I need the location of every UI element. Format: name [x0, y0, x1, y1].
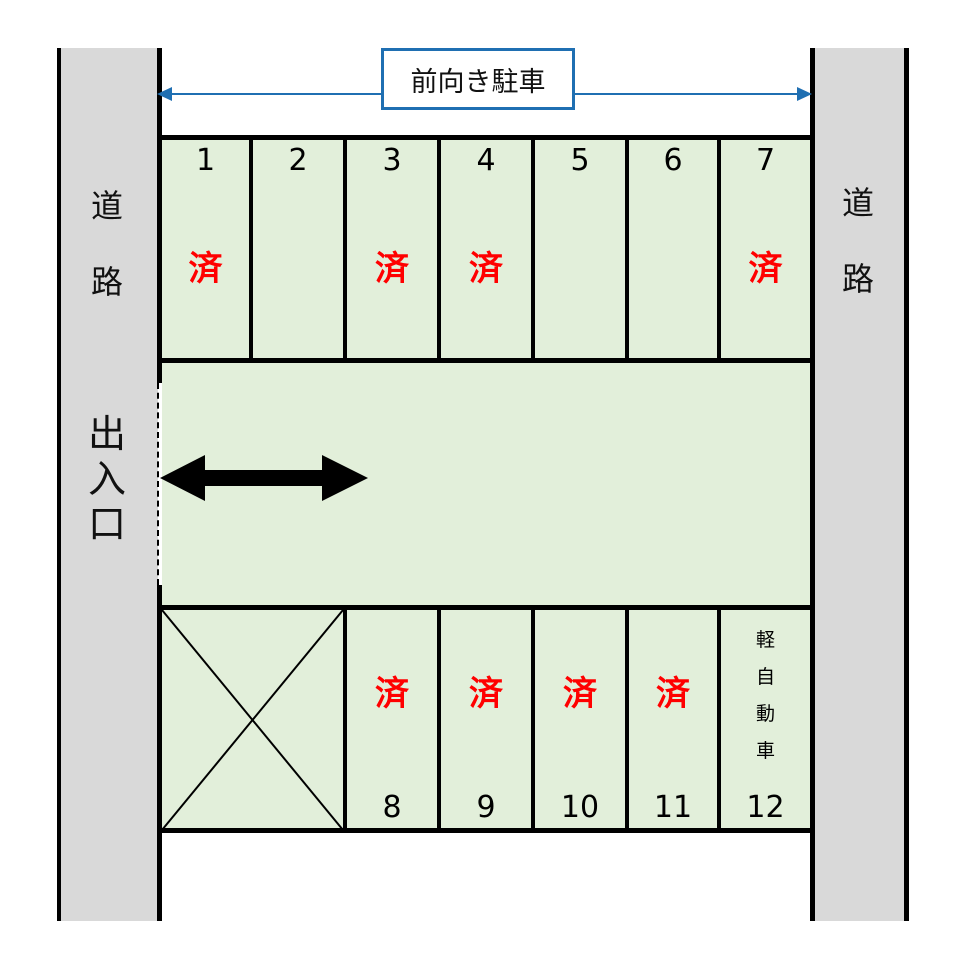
stall-number: 10	[560, 790, 600, 825]
taken-mark: 済	[188, 249, 223, 289]
road-left-char-1: 道	[90, 187, 123, 225]
road-left-inner-edge-lower	[157, 585, 162, 921]
kei-car-label: 軽 自 動 車	[721, 622, 810, 770]
driveway	[162, 362, 810, 607]
kei-char-4: 車	[755, 740, 775, 762]
entrance-dashed-line	[157, 383, 159, 585]
stall-number: 12	[746, 790, 785, 825]
road-right-inner-edge	[810, 48, 815, 921]
stall-number: 1	[195, 143, 216, 178]
taken-mark: 済	[469, 674, 503, 714]
road-left-inner-edge	[157, 48, 162, 383]
road-right-label: 道 路	[836, 165, 880, 317]
kei-char-1: 軽	[755, 629, 775, 651]
entrance-label: 出 入 口	[84, 412, 130, 547]
stall-number: 3	[382, 143, 402, 178]
stall-number: 7	[755, 143, 776, 178]
top-row-area	[162, 138, 810, 360]
stall-number: 4	[476, 143, 496, 178]
stall-number: 9	[476, 790, 496, 825]
forward-parking-label: 前向き駐車	[381, 48, 575, 110]
stall-number: 11	[653, 790, 693, 825]
stall-number: 6	[663, 143, 683, 178]
road-left	[57, 48, 158, 921]
road-left-outer-edge	[57, 48, 61, 921]
stall-number: 2	[288, 143, 308, 178]
road-left-label: 道 路	[85, 168, 129, 320]
road-right	[812, 48, 909, 921]
taken-mark: 済	[469, 249, 503, 289]
road-left-char-2: 路	[90, 263, 123, 301]
taken-mark: 済	[656, 674, 690, 714]
road-right-char-2: 路	[841, 260, 874, 298]
taken-mark: 済	[748, 249, 783, 289]
entrance-char-1: 出	[87, 412, 126, 456]
entrance-char-2: 入	[87, 457, 126, 501]
entrance-char-3: 口	[87, 502, 126, 546]
kei-char-2: 自	[755, 666, 775, 688]
stall-number: 5	[570, 143, 590, 178]
stall-number: 8	[382, 790, 402, 825]
kei-char-3: 動	[755, 703, 775, 725]
taken-mark: 済	[375, 249, 409, 289]
road-right-char-1: 道	[841, 184, 874, 222]
taken-mark: 済	[375, 674, 409, 714]
taken-mark: 済	[563, 674, 597, 714]
road-right-outer-edge	[904, 48, 909, 921]
